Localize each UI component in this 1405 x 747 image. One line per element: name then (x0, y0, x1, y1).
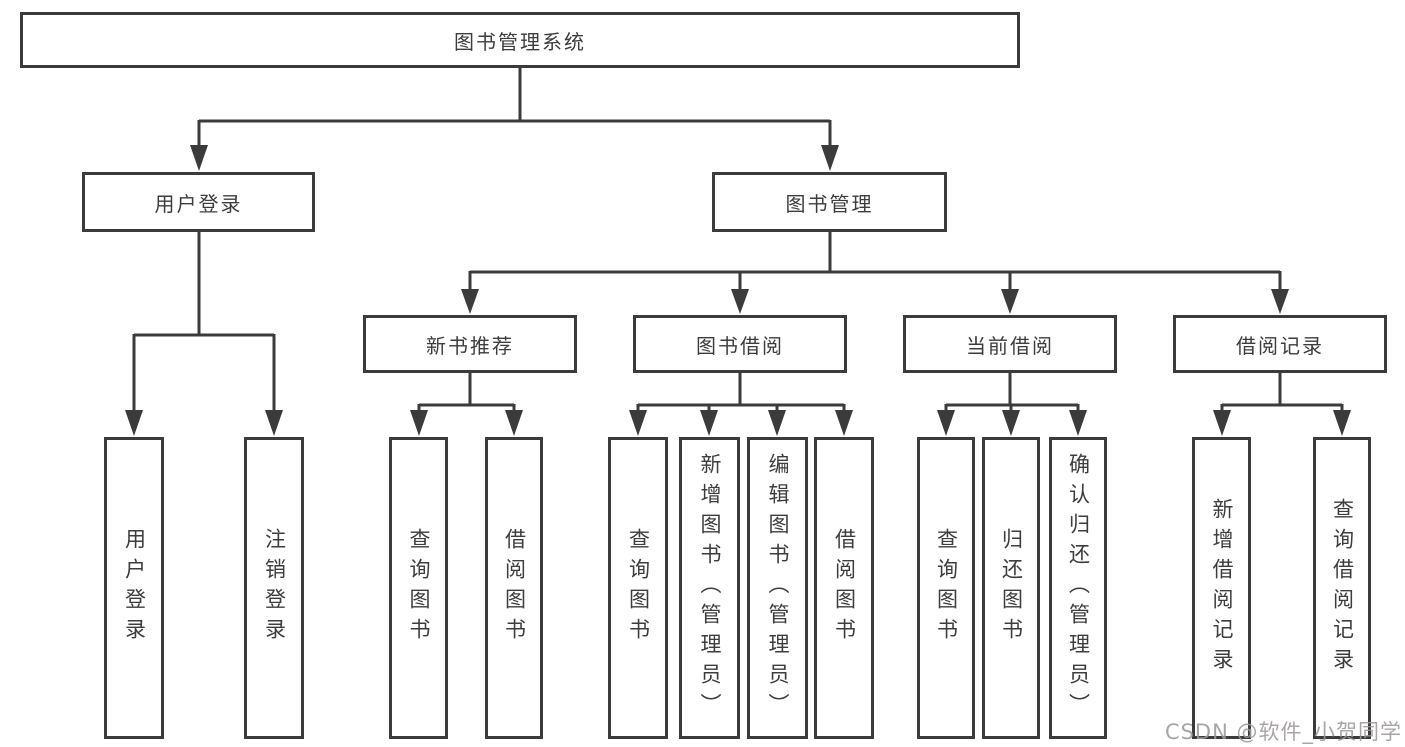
leaf-recommend-borrow-book: 借阅图书 (485, 437, 543, 739)
leaf-user-login: 用户登录 (104, 437, 164, 739)
leaf-records-add-record: 新增借阅记录 (1192, 437, 1251, 739)
leaf-records-query-record: 查询借阅记录 (1313, 437, 1371, 739)
leaf-current-query-book: 查询图书 (917, 437, 975, 739)
node-library-system: 图书管理系统 (20, 12, 1020, 68)
leaf-recommend-query-book: 查询图书 (389, 437, 448, 739)
node-book-management: 图书管理 (712, 172, 947, 232)
node-book-borrowing: 图书借阅 (633, 315, 847, 373)
leaf-borrowing-edit-book-admin: 编辑图书（管理员） (747, 437, 808, 739)
leaf-current-return-book: 归还图书 (982, 437, 1040, 739)
node-user-login: 用户登录 (82, 172, 315, 232)
node-current-borrowing: 当前借阅 (903, 315, 1117, 373)
node-new-book-recommendation: 新书推荐 (363, 315, 577, 373)
leaf-logout: 注销登录 (244, 437, 304, 739)
watermark-csdn: CSDN @软件_小贺同学 (1164, 720, 1402, 744)
leaf-current-confirm-return-admin: 确认归还（管理员） (1049, 437, 1107, 739)
leaf-borrowing-borrow-book: 借阅图书 (814, 437, 874, 739)
node-borrowing-records: 借阅记录 (1173, 315, 1387, 373)
leaf-borrowing-add-book-admin: 新增图书（管理员） (679, 437, 740, 739)
leaf-borrowing-query-book: 查询图书 (608, 437, 668, 739)
